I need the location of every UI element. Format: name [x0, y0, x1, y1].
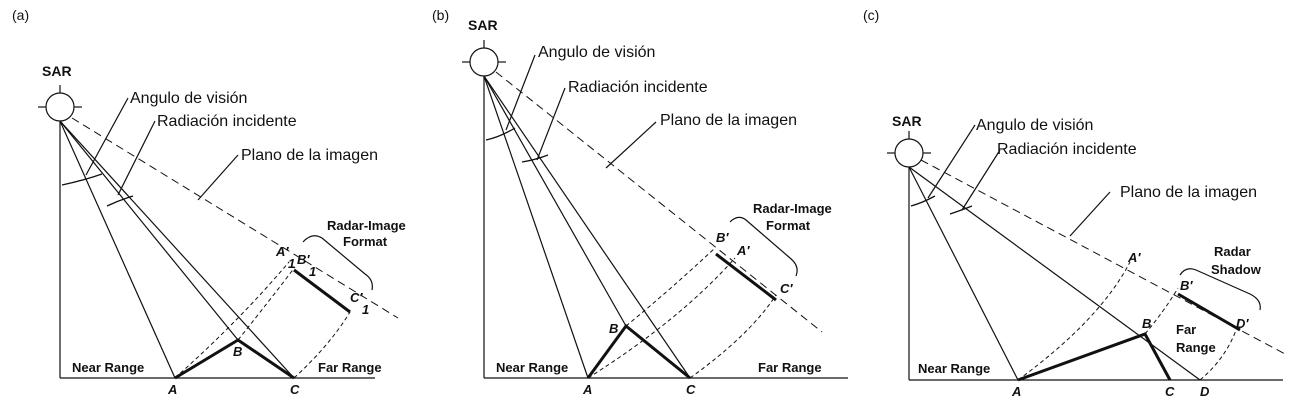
panel-a-label: (a): [12, 7, 29, 23]
panel-a-point-a1-sub: 1: [288, 256, 295, 271]
panel-b-image-segment: [715, 252, 777, 302]
panel-c-label: (c): [863, 7, 879, 23]
panel-a-point-c1-sub: 1: [362, 302, 369, 317]
panel-b-arc-a: [587, 257, 736, 379]
panel-b-label: (b): [432, 7, 449, 23]
panel-c: (c) SAR Angulo de visión Radiación incid…: [863, 7, 1288, 399]
panel-a-plano-label: Plano de la imagen: [241, 147, 378, 164]
panel-b-plano-label: Plano de la imagen: [660, 112, 797, 129]
panel-a-angulo-label: Angulo de visión: [130, 90, 247, 107]
panel-b-point-b1: B′: [716, 230, 729, 245]
panel-b-point-a1: A′: [736, 243, 750, 258]
panel-a-ray-c: [59, 120, 295, 379]
panel-a-image-plane: [71, 117, 399, 319]
panel-c-point-b: B: [1142, 316, 1151, 331]
panel-c-far-range-2: Range: [1176, 340, 1216, 355]
panel-b-look-angle-arc: [485, 127, 516, 141]
panel-a-incidence-arc: [106, 195, 134, 207]
panel-a-bracket-label-1: Radar-Image: [327, 218, 406, 233]
panel-b-leader-plano: [605, 121, 657, 169]
panel-a-image-segment: [293, 268, 351, 314]
panel-c-ray-a: [908, 166, 1019, 381]
panel-c-radiacion-label: Radiación incidente: [997, 141, 1137, 158]
panel-a-point-a1: A′: [275, 244, 289, 259]
panel-c-bracket: [1179, 268, 1261, 311]
panel-a-point-b: B: [233, 344, 242, 359]
panel-b-arc-b: [625, 247, 716, 327]
panel-a-look-angle-arc: [61, 173, 103, 186]
panel-c-point-d1: D′: [1236, 316, 1249, 331]
panel-c-point-d: D: [1200, 384, 1210, 399]
panel-c-point-b1: B′: [1180, 278, 1193, 293]
panel-a-point-c1: C′: [350, 290, 363, 305]
panel-c-point-a: A: [1011, 384, 1021, 399]
panel-a-near-range: Near Range: [72, 360, 144, 375]
panel-c-bracket-label-1: Radar: [1214, 244, 1251, 259]
panel-b-leader-angulo: [505, 54, 536, 131]
panel-b-sar-label: SAR: [468, 17, 498, 33]
panel-a-radiacion-label: Radiación incidente: [157, 113, 297, 130]
panel-a-leader-radiacion: [117, 120, 156, 196]
panel-b-ray-c: [483, 75, 691, 379]
panel-b-arc-c: [689, 294, 777, 379]
panel-a-ray-b: [59, 120, 239, 341]
panel-b-leader-radiacion: [536, 87, 566, 161]
panel-a-leader-angulo: [85, 97, 129, 176]
panel-a-ray-a: [59, 120, 176, 379]
panel-a-leader-plano: [197, 154, 239, 201]
panel-a: (a) SAR: [12, 7, 406, 397]
panel-b-point-a: A: [582, 382, 592, 397]
panel-c-arc-d: [1199, 317, 1241, 381]
panel-c-incidence-arc: [949, 205, 973, 215]
panel-b-terrain: [586, 323, 691, 380]
panel-c-leader-angulo: [927, 124, 976, 199]
panel-a-point-b1: B′: [297, 252, 310, 267]
panel-c-terrain: [1017, 332, 1172, 382]
panel-c-point-c: C: [1165, 384, 1175, 399]
panel-c-leader-plano: [1069, 191, 1111, 237]
panel-c-arc-b: [1144, 287, 1179, 335]
panel-a-point-c: C: [290, 382, 300, 397]
panel-c-bracket-label-2: Shadow: [1211, 262, 1262, 277]
panel-b-ray-a: [483, 75, 589, 379]
panel-a-bracket: [302, 235, 373, 291]
panel-b: (b) SAR Angulo de visión Radiación incid…: [432, 7, 848, 397]
panel-b-point-c: C: [686, 382, 696, 397]
panel-c-plano-label: Plano de la imagen: [1120, 184, 1257, 201]
panel-b-sar-sensor-icon: [462, 40, 506, 77]
panel-c-leader-radiacion: [961, 149, 1001, 211]
panel-a-sar-sensor-icon: [38, 85, 82, 122]
panel-c-near-range: Near Range: [918, 361, 990, 376]
panel-b-angulo-label: Angulo de visión: [538, 44, 655, 61]
panel-c-shadow-segment: [1177, 292, 1241, 332]
panel-b-bracket-label-2: Format: [766, 218, 811, 233]
panel-a-arc-a: [174, 261, 290, 379]
panel-c-angulo-label: Angulo de visión: [976, 117, 1093, 134]
panel-c-look-angle-arc: [910, 195, 936, 207]
panel-b-bracket: [729, 216, 798, 277]
panel-c-far-range-1: Far: [1176, 322, 1196, 337]
panel-b-point-c1: C′: [780, 281, 793, 296]
panel-c-point-a1: A′: [1127, 250, 1141, 265]
panel-a-point-b1-sub: 1: [309, 264, 316, 279]
panel-c-sar-label: SAR: [892, 113, 922, 129]
panel-b-bracket-label-1: Radar-Image: [753, 201, 832, 216]
panel-a-arc-c: [293, 311, 351, 379]
panel-a-bracket-label-2: Format: [343, 234, 388, 249]
panel-b-image-plane: [495, 71, 823, 333]
panel-b-ray-b: [483, 75, 627, 327]
panel-a-sar-label: SAR: [42, 63, 72, 79]
panel-a-arc-b: [237, 266, 296, 341]
panel-b-near-range: Near Range: [496, 360, 568, 375]
panel-a-point-a: A: [167, 382, 177, 397]
panel-b-incidence-arc: [521, 154, 549, 163]
panel-a-far-range: Far Range: [318, 360, 382, 375]
panel-c-arc-a: [1017, 261, 1131, 381]
panel-b-point-b: B: [609, 321, 618, 336]
panel-b-far-range: Far Range: [758, 360, 822, 375]
panel-b-radiacion-label: Radiación incidente: [568, 79, 708, 96]
